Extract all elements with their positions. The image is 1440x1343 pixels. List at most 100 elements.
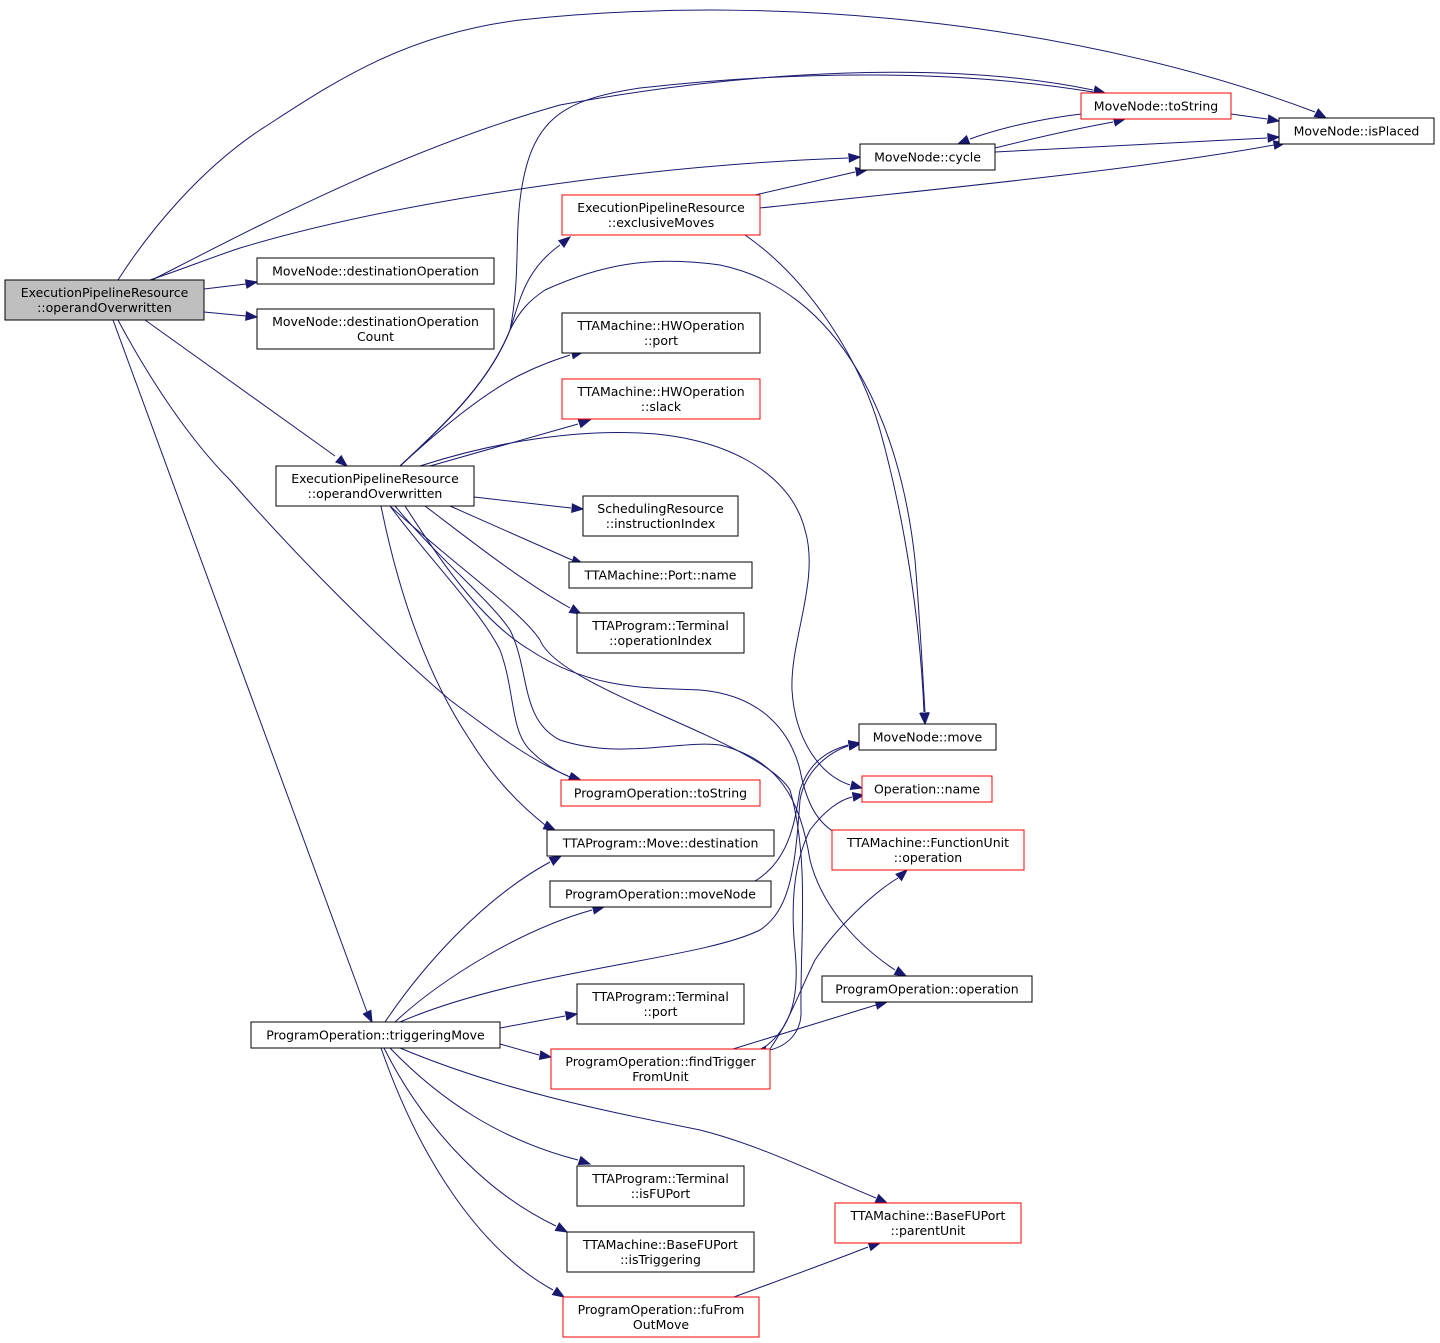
edge-line	[754, 171, 856, 196]
node-label: ExecutionPipelineResource	[291, 471, 459, 486]
edge-line	[394, 909, 593, 1023]
edge-n_cycle-to-n_tostring_mn	[994, 117, 1127, 149]
node-box	[834, 1202, 1022, 1244]
edge-line	[399, 260, 926, 713]
edge-n_epr_opov-to-n_sched_instr	[473, 496, 585, 513]
node-label: TTAProgram::Move::destination	[562, 836, 759, 851]
node-label: Count	[357, 329, 394, 344]
node-po-movenode[interactable]: ProgramOperation::moveNode	[549, 880, 772, 908]
node-basefu-trig[interactable]: TTAMachine::BaseFUPort::isTriggering	[566, 1231, 755, 1273]
nodes-layer: ExecutionPipelineResource::operandOverwr…	[4, 92, 1435, 1338]
edge-n_epr_opov-to-n_po_operation	[394, 505, 908, 977]
node-box	[4, 279, 205, 321]
node-term-port[interactable]: TTAProgram::Terminal::port	[576, 983, 745, 1025]
arrow-head-icon	[848, 153, 862, 163]
node-mn-move[interactable]: MoveNode::move	[858, 723, 997, 751]
edge-n_epr_opov-to-n_mn_move	[399, 260, 930, 726]
node-label: ::operationIndex	[609, 633, 712, 648]
node-term-isfu[interactable]: TTAProgram::Terminal::isFUPort	[576, 1165, 745, 1207]
node-box	[561, 312, 761, 354]
edge-line	[380, 505, 546, 826]
node-label: OutMove	[633, 1317, 689, 1332]
edge-line	[394, 505, 896, 971]
node-label: MoveNode::destinationOperation	[272, 264, 479, 279]
edge-line	[449, 505, 573, 561]
arrow-head-icon	[895, 869, 909, 882]
edge-line	[144, 319, 336, 457]
node-label: ExecutionPipelineResource	[577, 200, 745, 215]
edge-line	[399, 1047, 877, 1199]
arrow-head-icon	[571, 503, 585, 513]
node-label: MoveNode::move	[873, 730, 983, 745]
node-destop[interactable]: MoveNode::destinationOperation	[256, 257, 495, 285]
arrow-head-icon	[548, 855, 563, 866]
arrow-head-icon	[874, 1193, 889, 1204]
edge-line	[769, 877, 899, 1050]
node-label: ::operandOverwritten	[37, 300, 172, 315]
node-move-dest[interactable]: TTAProgram::Move::destination	[546, 829, 775, 857]
node-box	[576, 983, 745, 1025]
edge-n_cycle-to-n_isplaced	[994, 133, 1281, 153]
node-fu-operation[interactable]: TTAMachine::FunctionUnit::operation	[831, 829, 1025, 871]
edge-n_root-to-n_cycle	[149, 153, 862, 281]
arrow-head-icon	[1266, 114, 1281, 124]
node-po-trigmove[interactable]: ProgramOperation::triggeringMove	[250, 1021, 501, 1049]
node-hwop-port[interactable]: TTAMachine::HWOperation::port	[561, 312, 761, 354]
edge-n_po_findtrig-to-n_po_operation	[732, 1000, 889, 1050]
node-box	[576, 612, 745, 654]
edge-n_root-to-n_destopcount	[203, 311, 259, 321]
node-box	[560, 779, 761, 807]
edge-line	[384, 861, 551, 1023]
node-box	[566, 1231, 755, 1273]
arrow-head-icon	[538, 1050, 553, 1060]
edge-line	[389, 1047, 579, 1161]
edge-line	[994, 137, 1268, 153]
node-exclusive[interactable]: ExecutionPipelineResource::exclusiveMove…	[561, 194, 761, 236]
node-po-operation[interactable]: ProgramOperation::operation	[821, 975, 1033, 1003]
node-label: ProgramOperation::triggeringMove	[266, 1028, 485, 1043]
arrow-head-icon	[867, 1241, 882, 1252]
edge-line	[380, 1047, 554, 1291]
edge-n_po_trigmove-to-n_term_port	[499, 1011, 579, 1029]
edge-line	[473, 496, 572, 509]
edge-n_po_findtrig-to-n_fu_operation	[769, 869, 909, 1050]
node-label: TTAMachine::BaseFUPort	[850, 1208, 1006, 1223]
arrow-head-icon	[244, 279, 259, 289]
node-epr-opov[interactable]: ExecutionPipelineResource::operandOverwr…	[275, 465, 475, 507]
node-po-tostring[interactable]: ProgramOperation::toString	[560, 779, 761, 807]
arrow-head-icon	[577, 1155, 592, 1166]
node-box	[561, 378, 761, 420]
node-label: ::isFUPort	[631, 1186, 691, 1201]
node-port-name[interactable]: TTAMachine::Port::name	[568, 561, 753, 589]
edge-n_root-to-n_po_trigmove	[112, 319, 373, 1024]
edge-n_tostring_mn-to-n_isplaced	[1230, 113, 1281, 124]
node-label: ::exclusiveMoves	[608, 215, 714, 230]
node-label: TTAProgram::Terminal	[591, 1171, 729, 1186]
edge-n_epr_opov-to-n_op_name	[419, 432, 864, 790]
edge-n_root-to-n_epr_opov	[144, 319, 349, 467]
node-term-opindex[interactable]: TTAProgram::Terminal::operationIndex	[576, 612, 745, 654]
node-hwop-slack[interactable]: TTAMachine::HWOperation::slack	[561, 378, 761, 420]
arrow-head-icon	[564, 1011, 579, 1021]
node-label: SchedulingResource	[597, 501, 724, 516]
node-cycle[interactable]: MoveNode::cycle	[859, 143, 996, 171]
node-label: TTAMachine::Port::name	[583, 568, 736, 583]
node-op-name[interactable]: Operation::name	[861, 775, 993, 803]
node-basefu-parent[interactable]: TTAMachine::BaseFUPort::parentUnit	[834, 1202, 1022, 1244]
node-box	[550, 1048, 771, 1090]
edge-n_root-to-n_tostring_mn	[151, 71, 1107, 281]
node-sched-instr[interactable]: SchedulingResource::instructionIndex	[582, 495, 739, 537]
node-tostring-mn[interactable]: MoveNode::toString	[1080, 92, 1232, 120]
arrow-head-icon	[542, 820, 557, 831]
node-box	[250, 1021, 501, 1049]
node-isplaced[interactable]: MoveNode::isPlaced	[1278, 117, 1435, 145]
node-box	[858, 723, 997, 751]
arrow-head-icon	[557, 236, 572, 249]
node-box	[859, 143, 996, 171]
arrow-head-icon	[1267, 133, 1281, 143]
node-label: ::port	[644, 333, 678, 348]
